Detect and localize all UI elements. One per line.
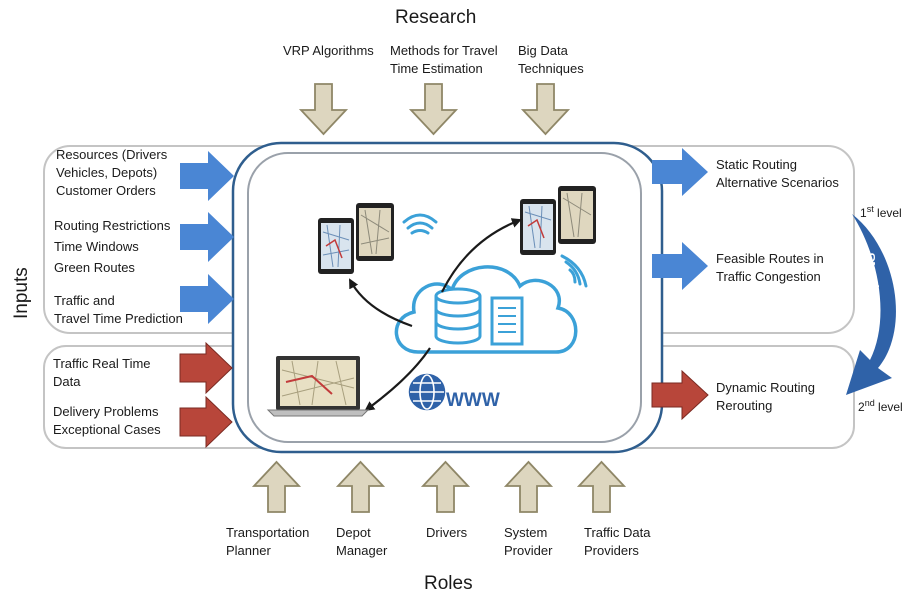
input-group-resources: Resources (Drivers Vehicles, Depots) Cus… <box>56 147 168 198</box>
input-group-restrictions: Routing Restrictions Time Windows Green … <box>54 218 171 275</box>
level-2-label: 2nd level <box>858 398 903 414</box>
output-arrow-3 <box>651 369 709 421</box>
tablet-icon <box>318 218 354 274</box>
inputs-heading: Inputs <box>11 267 32 319</box>
output-group-dynamic: Dynamic Routing Rerouting <box>716 380 815 413</box>
research-arrow-3 <box>520 83 571 136</box>
research-arrows <box>298 83 571 136</box>
output-arrows-blue <box>652 148 708 290</box>
outputs-heading: Outputs <box>859 252 880 319</box>
smartphone-icon <box>356 203 394 261</box>
research-arrow-2 <box>408 83 459 136</box>
level-1-label: 1st level <box>860 204 902 220</box>
wifi-icon <box>402 213 438 235</box>
role-item-3: Drivers <box>426 525 468 540</box>
output-arrows-red <box>651 369 709 421</box>
server-icon <box>490 296 524 346</box>
center-system-inner <box>247 152 642 443</box>
input-group-traffic: Traffic and Travel Time Prediction <box>54 293 183 326</box>
input-group-problems: Delivery Problems Exceptional Cases <box>53 404 161 437</box>
input-arrow-2 <box>180 212 234 262</box>
output-arrow-1 <box>652 148 708 196</box>
output-group-static: Static Routing Alternative Scenarios <box>716 157 839 190</box>
input-group-realtime: Traffic Real Time Data <box>53 356 151 389</box>
role-arrow-4 <box>503 460 554 513</box>
laptop-icon <box>266 356 370 417</box>
role-arrow-3 <box>420 460 471 513</box>
tablet-icon-right <box>520 199 556 255</box>
input-arrows-red <box>179 341 233 449</box>
connection-arrows <box>349 218 522 412</box>
www-label: WWW <box>446 390 500 411</box>
output-group-feasible: Feasible Routes in Traffic Congestion <box>716 251 824 284</box>
input-arrow-3 <box>180 274 234 324</box>
input-arrow-1 <box>180 151 234 201</box>
role-arrow-1 <box>251 460 302 513</box>
role-arrow-5 <box>576 460 627 513</box>
research-heading: Research <box>395 7 477 28</box>
roles-arrows <box>251 460 627 513</box>
role-arrow-2 <box>335 460 386 513</box>
roles-heading: Roles <box>424 573 473 594</box>
input-arrow-4 <box>179 341 233 395</box>
database-icon <box>434 287 482 345</box>
input-arrow-5 <box>179 395 233 449</box>
research-item-1: VRP Algorithms <box>283 43 374 58</box>
input-arrows-blue <box>180 151 234 324</box>
output-arrow-2 <box>652 242 708 290</box>
smartphone-icon-right <box>558 186 596 244</box>
research-arrow-1 <box>298 83 349 136</box>
wifi-icon-right <box>560 254 588 288</box>
curved-arrow-icon <box>846 214 896 395</box>
globe-icon <box>408 373 446 411</box>
